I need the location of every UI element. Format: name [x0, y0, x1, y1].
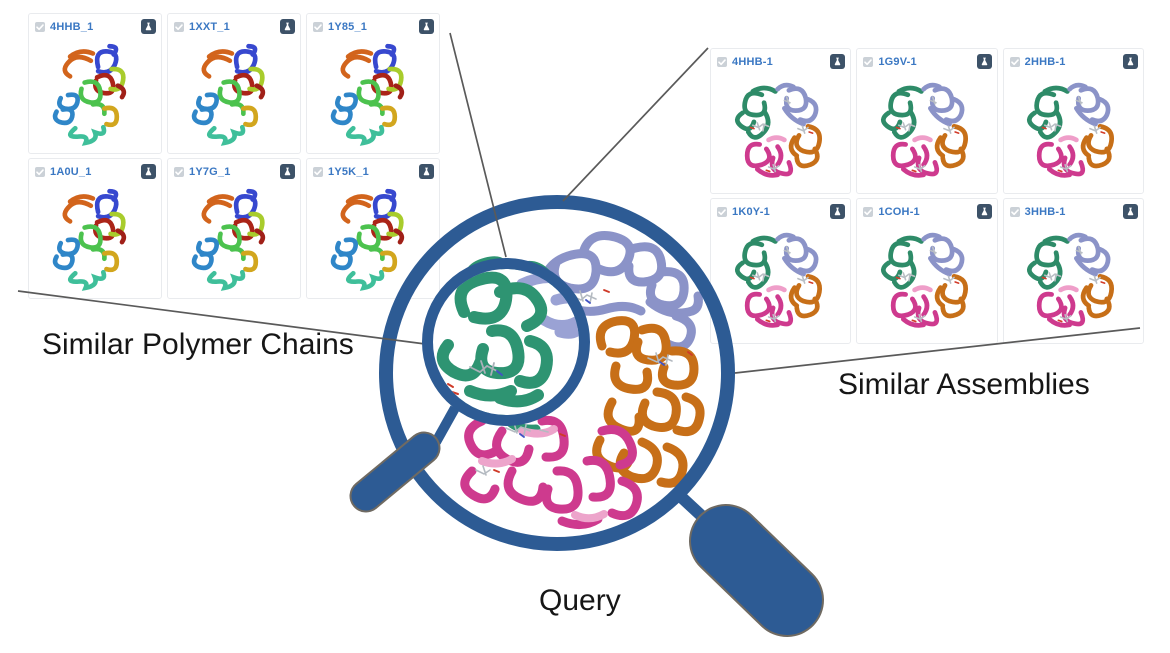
entry-id-link[interactable]: 1G9V-1: [878, 55, 917, 68]
query-label: Query: [539, 584, 621, 617]
checkbox-checked-icon[interactable]: [174, 21, 184, 32]
assembly-thumbnail[interactable]: [1004, 70, 1143, 193]
checkbox-checked-icon[interactable]: [717, 206, 727, 217]
query-structure: [438, 231, 705, 529]
chain-card[interactable]: 1Y5K_1: [306, 158, 440, 299]
chain-card[interactable]: 1XXT_1: [167, 13, 301, 154]
checkbox-checked-icon[interactable]: [174, 166, 184, 177]
entry-id-link[interactable]: 4HHB-1: [732, 55, 773, 68]
entry-id-link[interactable]: 1A0U_1: [50, 165, 92, 178]
flask-icon[interactable]: [141, 19, 156, 34]
flask-icon[interactable]: [280, 19, 295, 34]
chain-thumbnail[interactable]: [307, 180, 439, 298]
chain-thumbnail[interactable]: [29, 180, 161, 298]
assembly-thumbnail[interactable]: [857, 70, 996, 193]
card-header: 1K0Y-1: [711, 199, 850, 220]
assembly-thumbnail[interactable]: [711, 220, 850, 343]
chain-card[interactable]: 4HHB_1: [28, 13, 162, 154]
similar-assemblies-panel: 4HHB-1 1G9V-1 2HHB-1 1K0Y-1: [710, 48, 1144, 344]
flask-icon[interactable]: [830, 204, 846, 219]
assembly-card[interactable]: 1G9V-1: [856, 48, 998, 194]
card-header: 1Y7G_1: [168, 159, 300, 180]
flask-icon[interactable]: [976, 204, 992, 219]
flask-icon[interactable]: [830, 54, 846, 69]
checkbox-checked-icon[interactable]: [863, 56, 874, 67]
chain-thumbnail[interactable]: [168, 35, 300, 153]
assembly-card[interactable]: 3HHB-1: [1002, 198, 1144, 344]
card-header: 4HHB_1: [29, 14, 161, 35]
card-header: 1Y85_1: [307, 14, 439, 35]
chain-thumbnail[interactable]: [29, 35, 161, 153]
card-header: 2HHB-1: [1004, 49, 1143, 70]
checkbox-checked-icon[interactable]: [717, 56, 727, 67]
chain-thumbnail[interactable]: [307, 35, 439, 153]
entry-id-link[interactable]: 3HHB-1: [1024, 205, 1066, 218]
entry-id-link[interactable]: 1Y85_1: [328, 20, 368, 33]
assembly-thumbnail[interactable]: [711, 70, 850, 193]
similar-assemblies-label: Similar Assemblies: [838, 368, 1090, 401]
entry-id-link[interactable]: 1COH-1: [878, 205, 920, 218]
similar-polymer-chains-label: Similar Polymer Chains: [42, 328, 354, 361]
entry-id-link[interactable]: 1Y5K_1: [328, 165, 369, 178]
flask-icon[interactable]: [419, 164, 434, 179]
card-header: 1XXT_1: [168, 14, 300, 35]
checkbox-checked-icon[interactable]: [1009, 206, 1020, 217]
checkbox-checked-icon[interactable]: [35, 166, 45, 177]
line-chains-to-lens: [449, 32, 507, 258]
flask-icon[interactable]: [419, 19, 434, 34]
assembly-card[interactable]: 4HHB-1: [710, 48, 852, 194]
checkbox-checked-icon[interactable]: [863, 206, 874, 217]
card-header: 1COH-1: [857, 199, 996, 220]
entry-id-link[interactable]: 1K0Y-1: [732, 205, 770, 218]
card-header: 3HHB-1: [1004, 199, 1143, 220]
assembly-thumbnail[interactable]: [1004, 220, 1143, 343]
checkbox-checked-icon[interactable]: [313, 21, 323, 32]
card-header: 4HHB-1: [711, 49, 850, 70]
flask-icon[interactable]: [976, 54, 992, 69]
entry-id-link[interactable]: 2HHB-1: [1024, 55, 1066, 68]
assembly-card[interactable]: 1K0Y-1: [710, 198, 852, 344]
card-header: 1A0U_1: [29, 159, 161, 180]
line-assemblies-to-ring: [562, 47, 709, 202]
card-header: 1G9V-1: [857, 49, 996, 70]
entry-id-link[interactable]: 1XXT_1: [189, 20, 230, 33]
assembly-thumbnail[interactable]: [857, 220, 996, 343]
flask-icon[interactable]: [280, 164, 295, 179]
card-header: 1Y5K_1: [307, 159, 439, 180]
flask-icon[interactable]: [1122, 204, 1138, 219]
chain-card[interactable]: 1A0U_1: [28, 158, 162, 299]
assembly-card[interactable]: 1COH-1: [856, 198, 998, 344]
checkbox-checked-icon[interactable]: [313, 166, 323, 177]
similar-polymer-chains-panel: 4HHB_1 1XXT_1 1Y85_1 1A0U_1: [28, 13, 440, 299]
chain-thumbnail[interactable]: [168, 180, 300, 298]
entry-id-link[interactable]: 1Y7G_1: [189, 165, 231, 178]
flask-icon[interactable]: [141, 164, 156, 179]
chain-card[interactable]: 1Y7G_1: [167, 158, 301, 299]
chain-card[interactable]: 1Y85_1: [306, 13, 440, 154]
entry-id-link[interactable]: 4HHB_1: [50, 20, 94, 33]
checkbox-checked-icon[interactable]: [1009, 56, 1020, 67]
flask-icon[interactable]: [1122, 54, 1138, 69]
checkbox-checked-icon[interactable]: [35, 21, 45, 32]
assembly-card[interactable]: 2HHB-1: [1002, 48, 1144, 194]
